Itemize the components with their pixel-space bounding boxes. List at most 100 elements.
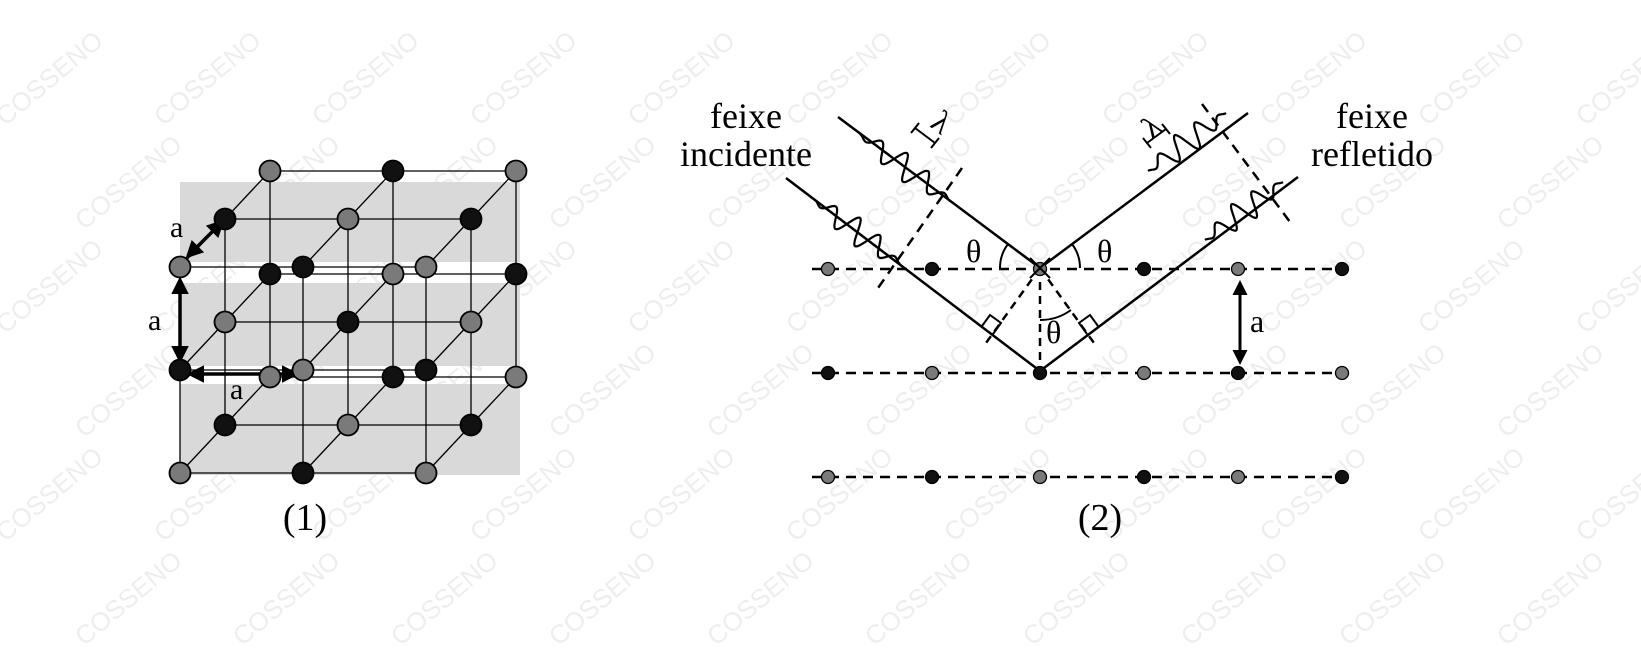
watermark-text: COSSENO xyxy=(1412,233,1531,340)
atom-gray xyxy=(381,262,405,286)
watermark-text: COSSENO xyxy=(701,545,820,648)
atom-gray xyxy=(504,159,528,183)
theta-arc-bottom xyxy=(1039,309,1072,322)
atom-black xyxy=(291,461,315,485)
watermark-text: COSSENO xyxy=(1491,337,1610,444)
label-a-horizontal: a xyxy=(230,373,243,406)
plane-atom-gray xyxy=(820,469,836,485)
watermark-text: COSSENO xyxy=(306,25,425,132)
theta-arc-right xyxy=(1071,243,1081,269)
atom-black xyxy=(336,310,360,334)
atom-gray xyxy=(414,255,438,279)
watermark-text: COSSENO xyxy=(69,337,188,444)
watermark-text: COSSENO xyxy=(1333,545,1452,648)
atom-black xyxy=(168,358,192,382)
plane-atom-gray xyxy=(1230,261,1246,277)
atom-black xyxy=(213,413,237,437)
watermark-text: COSSENO xyxy=(385,545,504,648)
reflected-ray-lower xyxy=(1039,176,1299,372)
watermark-text: COSSENO xyxy=(1570,441,1641,548)
lattice-atoms xyxy=(168,159,528,485)
wave-packet xyxy=(1204,181,1284,241)
atom-gray xyxy=(336,413,360,437)
watermark-text: COSSENO xyxy=(1175,545,1294,648)
incident-beam-label-line1: feixe xyxy=(710,96,782,136)
watermark-text: COSSENO xyxy=(1491,129,1610,236)
watermark-text: COSSENO xyxy=(227,545,346,648)
watermark-text: COSSENO xyxy=(1491,545,1610,648)
incident-beam-label-line2: incidente xyxy=(680,134,812,174)
watermark-text: COSSENO xyxy=(622,441,741,548)
watermark-text: COSSENO xyxy=(0,233,109,340)
watermark-text: COSSENO xyxy=(701,337,820,444)
plane-atom-black xyxy=(924,261,940,277)
right-angle-mark-right xyxy=(1077,313,1099,335)
watermark-text: COSSENO xyxy=(0,25,109,132)
plane-atom-black xyxy=(1136,261,1152,277)
watermark-text: COSSENO xyxy=(1412,25,1531,132)
atom-black xyxy=(504,262,528,286)
atom-gray xyxy=(459,310,483,334)
plane-atom-gray xyxy=(1230,469,1246,485)
incident-ray-lower xyxy=(785,177,1041,372)
atom-gray xyxy=(414,461,438,485)
lambda-marker-left-tick1 xyxy=(910,122,920,134)
figure-2-caption: (2) xyxy=(1078,497,1122,539)
lambda-marker-right-bar xyxy=(1146,128,1167,144)
atom-gray xyxy=(258,365,282,389)
watermark-text: COSSENO xyxy=(1254,233,1373,340)
watermark-text: COSSENO xyxy=(622,233,741,340)
atom-black xyxy=(459,207,483,231)
plane-atom-black xyxy=(820,365,836,381)
watermark-text: COSSENO xyxy=(1570,233,1641,340)
plane-atom-black xyxy=(1334,261,1350,277)
figure-1-caption: (1) xyxy=(283,497,327,539)
plane-atom-black xyxy=(1230,365,1246,381)
atom-gray xyxy=(291,358,315,382)
incidence-point-mark xyxy=(1029,257,1051,279)
plane-atom-black xyxy=(1334,469,1350,485)
atom-gray xyxy=(258,159,282,183)
arrow-a-diagonal xyxy=(185,219,225,259)
lambda-marker-left-bar xyxy=(914,127,936,144)
watermark-text: COSSENO xyxy=(780,25,899,132)
watermark-text: COSSENO xyxy=(1017,337,1136,444)
watermark-text: COSSENO xyxy=(780,441,899,548)
atom-black xyxy=(258,262,282,286)
atom-gray xyxy=(168,255,192,279)
atom-black xyxy=(381,365,405,389)
figure-1-crystal-lattice: a a a (1) xyxy=(148,159,528,539)
watermark-text: COSSENO xyxy=(0,441,109,548)
plane-atoms xyxy=(820,261,1350,485)
plane-atom-gray xyxy=(820,261,836,277)
watermark-text: COSSENO xyxy=(1175,337,1294,444)
plane-atom-gray xyxy=(924,365,940,381)
watermark-text: COSSENO xyxy=(1254,441,1373,548)
plane-atom-gray xyxy=(1136,365,1152,381)
watermark-text: COSSENO xyxy=(1333,337,1452,444)
watermark-text: COSSENO xyxy=(938,441,1057,548)
atom-black xyxy=(213,207,237,231)
lambda-marker-left-tick2 xyxy=(930,137,940,149)
plane-atom-black xyxy=(1032,365,1048,381)
theta-label-right: θ xyxy=(1097,233,1112,269)
lambda-marker-right-tick1 xyxy=(1142,137,1152,149)
wave-packet xyxy=(1147,112,1227,172)
watermark-text: COSSENO xyxy=(1096,233,1215,340)
atom-black xyxy=(459,413,483,437)
atom-black xyxy=(381,159,405,183)
theta-label-bottom: θ xyxy=(1046,314,1061,350)
watermark-text: COSSENO xyxy=(859,337,978,444)
watermark-text: COSSENO xyxy=(464,25,583,132)
wave-packets xyxy=(814,112,1284,265)
watermark-text: COSSENO xyxy=(859,545,978,648)
atom-black xyxy=(291,255,315,279)
beam-rays xyxy=(785,103,1299,372)
atom-gray xyxy=(213,310,237,334)
watermark-text: COSSENO xyxy=(1017,129,1136,236)
watermark-text: COSSENO xyxy=(69,545,188,648)
label-a-diagonal: a xyxy=(170,211,183,244)
watermark-text: COSSENO xyxy=(1096,25,1215,132)
reflected-beam-label-line1: feixe xyxy=(1336,96,1408,136)
